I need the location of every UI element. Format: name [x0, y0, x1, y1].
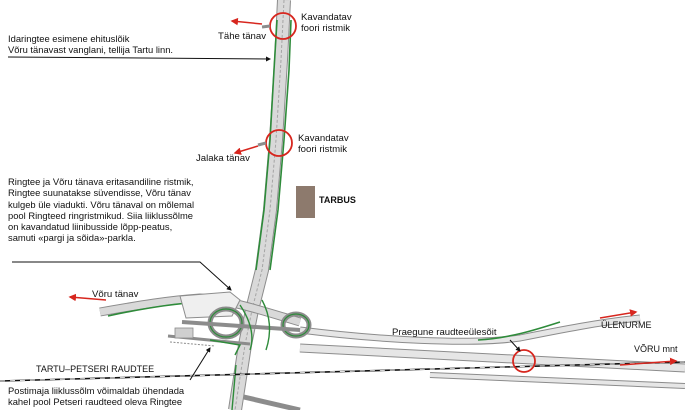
label-voru-tanav: Võru tänav — [92, 289, 139, 300]
red-circle-marker-icon — [512, 349, 536, 373]
ringtee-road — [228, 0, 292, 410]
label-tartu-petseri-raudtee: TARTU–PETSERI RAUDTEE — [36, 364, 155, 374]
voru-mnt-road — [234, 343, 685, 410]
callout-arrow-icon — [7, 56, 271, 62]
label-kavandatav-1: Kavandatav foori ristmik — [301, 12, 352, 34]
label-praegune-raudteeulesoit: Praegune raudteeülesõit — [392, 327, 497, 338]
callout-arrow-icon — [509, 339, 521, 352]
red-arrow-icon — [230, 17, 263, 26]
red-arrow-icon — [619, 357, 678, 366]
tarbus-building — [296, 186, 315, 218]
callout-arrow-icon — [12, 261, 232, 291]
callout-arrow-icon — [189, 347, 211, 381]
annotation-postimaja: Postimaja liiklussõlm võimaldab ühendada… — [8, 385, 185, 408]
label-ulenurme: ÜLENURME — [601, 320, 652, 330]
railway — [0, 361, 685, 382]
label-tarbus: TARBUS — [319, 195, 356, 205]
red-arrow-icon — [68, 293, 107, 302]
label-voru-mnt: VÕRU mnt — [634, 344, 678, 354]
junction — [167, 291, 312, 410]
label-kavandatav-2: Kavandatav foori ristmik — [298, 133, 349, 155]
annotation-idaringtee: Idaringtee esimene ehituslõik Võru tänav… — [8, 33, 174, 56]
red-arrow-icon — [599, 309, 638, 319]
label-tahe-tanav: Tähe tänav — [218, 31, 267, 42]
ulenurme-road — [299, 314, 641, 345]
red-arrow-icon — [233, 145, 259, 155]
label-jalaka-tanav: Jalaka tänav — [196, 153, 250, 164]
annotation-ristmik: Ringtee ja Võru tänava eritasandiline ri… — [8, 176, 195, 244]
